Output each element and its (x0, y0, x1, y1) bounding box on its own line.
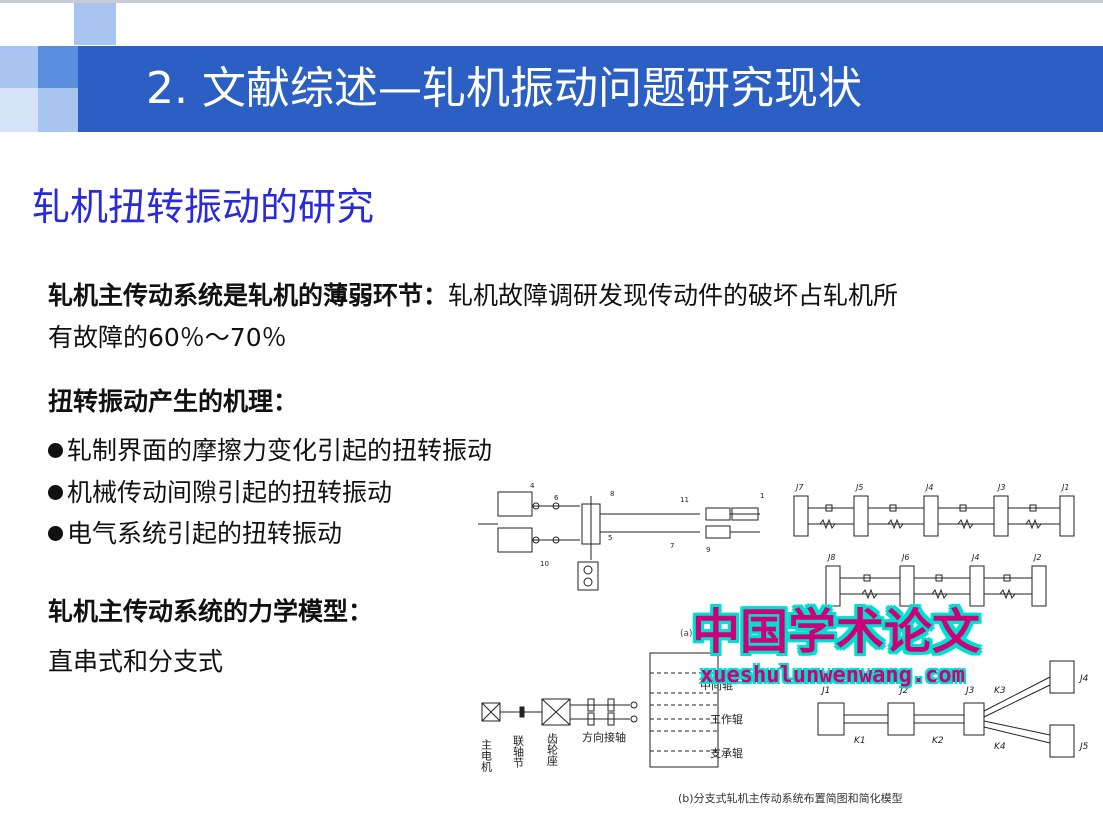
callout-label: 11 (680, 496, 689, 504)
paragraph-line-2: 有故障的60％～70％ (48, 323, 287, 352)
bullet-dot-icon (48, 485, 63, 500)
model-heading: 轧机主传动系统的力学模型： (48, 597, 374, 626)
model-label: K4 (994, 742, 1006, 752)
roll-work-label: 工作辊 (710, 712, 743, 726)
model-label: J1 (820, 686, 830, 696)
bullet-item: 轧制界面的摩擦力变化引起的扭转振动 (48, 431, 492, 467)
model-label: K2 (932, 736, 944, 746)
decor-square (0, 88, 38, 132)
decor-square (38, 46, 78, 88)
page-title: 2. 文献综述—轧机振动问题研究现状 (146, 63, 862, 114)
decor-square (74, 3, 116, 45)
section-subtitle: 轧机扭转振动的研究 (32, 185, 375, 229)
roll-top-label: 中间辊 (700, 678, 733, 692)
roll-back-label: 支承辊 (710, 746, 743, 760)
figure-top-caption: (a) (680, 629, 693, 639)
model-label: J3 (964, 686, 975, 696)
title-banner (78, 46, 1103, 132)
model-label: J2 (898, 686, 909, 696)
paragraph-text: 轧机故障调研发现传动件的破坏占轧机所 (448, 281, 899, 310)
inertia-label: J3 (996, 483, 1005, 492)
coupling-label: 联轴节 (512, 735, 525, 768)
paragraph-bold-lead: 轧机主传动系统是轧机的薄弱环节： (48, 281, 449, 310)
series-model-row-1 (793, 495, 1075, 537)
figure-bottom-caption: (b)分支式轧机主传动系统布置简图和简化模型 (678, 792, 903, 805)
model-label: J5 (1078, 742, 1089, 752)
paragraph-line-1: 轧机主传动系统是轧机的薄弱环节：轧机故障调研发现传动件的破坏占轧机所 (48, 276, 898, 312)
model-text: 直串式和分支式 (48, 647, 224, 676)
branched-model (817, 660, 1075, 758)
inertia-label: J7 (794, 483, 804, 492)
spindle-label: 方向接轴 (582, 730, 626, 744)
callout-label: 9 (706, 546, 710, 554)
figure-bottom-diagram: 主电机 联轴节 齿轮座 方向接轴 中间辊 工作辊 支承辊 J1 J2 J3 J4… (480, 652, 1089, 772)
inertia-label: J6 (900, 553, 909, 562)
watermark-url: xueshulunwenwang.com (700, 663, 965, 688)
decor-square (0, 46, 38, 88)
model-label: K3 (994, 686, 1006, 696)
top-border-line (0, 0, 1103, 3)
inertia-label: J1 (1060, 483, 1069, 492)
inertia-label: J5 (854, 483, 863, 492)
bullet-item: 机械传动间隙引起的扭转振动 (48, 473, 392, 509)
inertia-label: J4 (970, 553, 979, 562)
callout-label: 4 (530, 482, 535, 490)
callout-label: 6 (554, 494, 559, 502)
inertia-label: J8 (826, 553, 835, 562)
callout-label: 1 (760, 492, 764, 500)
callout-label: 8 (610, 490, 614, 498)
rolling-mill-layout-sketch (478, 491, 760, 591)
callout-label: 10 (540, 560, 549, 568)
branched-layout-sketch (481, 652, 719, 768)
mechanism-heading: 扭转振动产生的机理： (48, 387, 299, 416)
model-label: K1 (854, 736, 866, 746)
inertia-label: J4 (924, 483, 933, 492)
motor-label: 主电机 (480, 739, 493, 772)
model-label: J4 (1078, 674, 1089, 684)
callout-label: 7 (670, 542, 674, 550)
gearbox-label: 齿轮座 (546, 733, 559, 766)
bullet-dot-icon (48, 443, 63, 458)
bullet-item: 电气系统引起的扭转振动 (48, 514, 342, 550)
figure-top-diagram: 4 6 8 11 10 7 5 1 9 J7 J5 J4 J3 J1 (478, 482, 1075, 639)
decor-square (38, 88, 78, 132)
series-model-row-2 (825, 565, 1047, 607)
watermark-chinese: 中国学术论文 (692, 604, 981, 660)
inertia-label: J2 (1032, 553, 1041, 562)
bullet-dot-icon (48, 526, 63, 541)
callout-label: 5 (608, 534, 612, 542)
